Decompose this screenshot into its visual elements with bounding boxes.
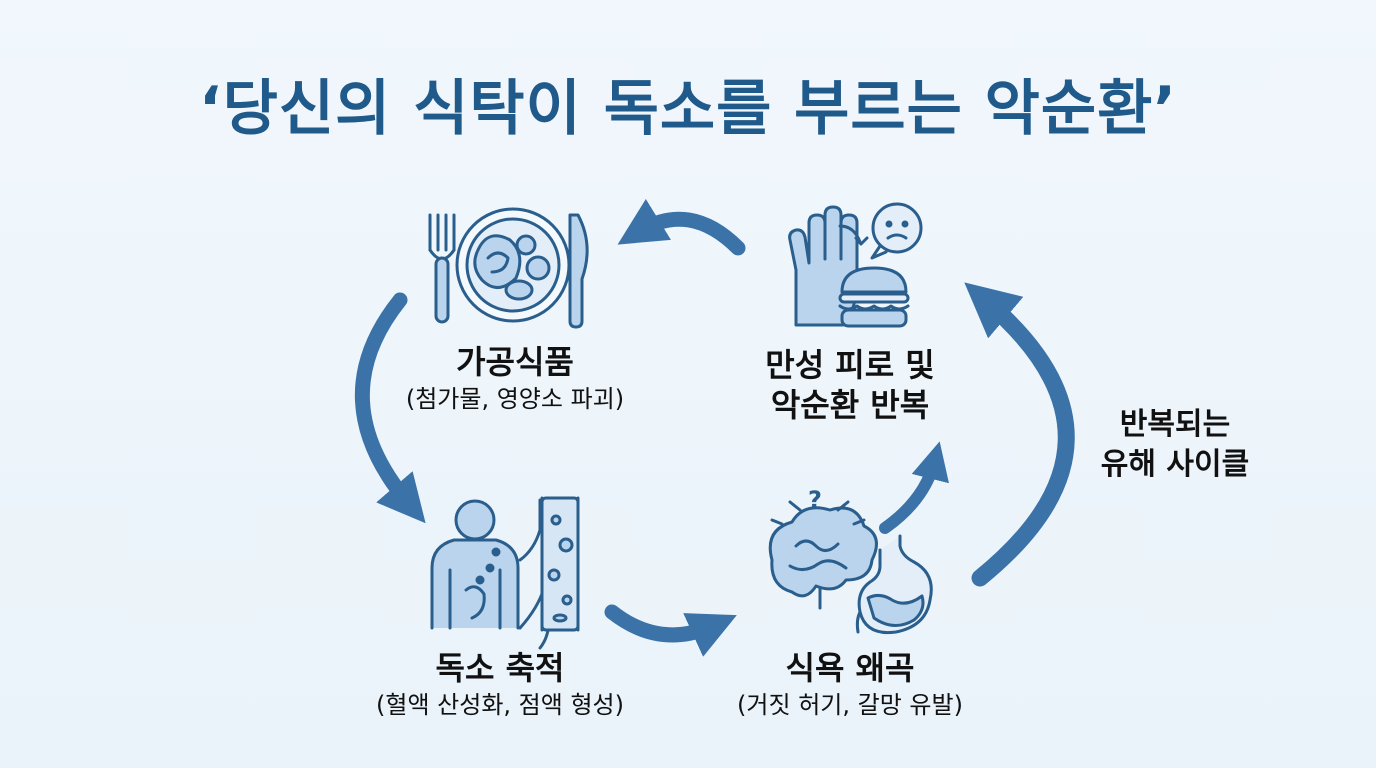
arrow-appetite-to-fatigue [879,441,949,534]
node-title: 식욕 왜곡 [785,649,915,687]
cycle-label-line2: 유해 사이클 [1100,447,1250,482]
svg-text:?: ? [808,486,822,514]
body-blood-vessel-icon [430,496,580,650]
arrow-toxin-to-appetite [604,604,737,657]
arrow-fatigue-to-processed [617,198,746,256]
node-title: 독소 축적 [435,649,565,687]
node-processed-food: 가공식품 (첨가물, 영양소 파괴) [355,342,675,416]
node-title: 가공식품 [456,343,574,381]
hand-stop-burger-icon [788,202,923,328]
node-title-line1: 만성 피로 및 [765,346,935,384]
node-toxin-accumulation: 독소 축적 (혈액 산성화, 점액 형성) [330,648,670,722]
arrow-outer-cycle [964,282,1075,587]
node-title-line2: 악순환 반복 [770,386,930,424]
diagram-title: ‘당신의 식탁이 독소를 부르는 악순환’ [198,74,1178,144]
node-subtitle: (혈액 산성화, 점액 형성) [376,691,624,719]
node-appetite-distortion: 식욕 왜곡 (거짓 허기, 갈망 유발) [700,648,1000,722]
cycle-label-line1: 반복되는 [1119,407,1231,442]
cycle-label: 반복되는 유해 사이클 [1075,405,1275,485]
node-subtitle: (거짓 허기, 갈망 유발) [737,691,963,719]
node-chronic-fatigue: 만성 피로 및 악순환 반복 [700,345,1000,425]
plate-fork-knife-icon [428,207,589,329]
arrow-processed-to-toxin [355,292,426,524]
node-subtitle: (첨가물, 영양소 파괴) [405,385,625,413]
brain-stomach-icon: ? [768,486,933,635]
